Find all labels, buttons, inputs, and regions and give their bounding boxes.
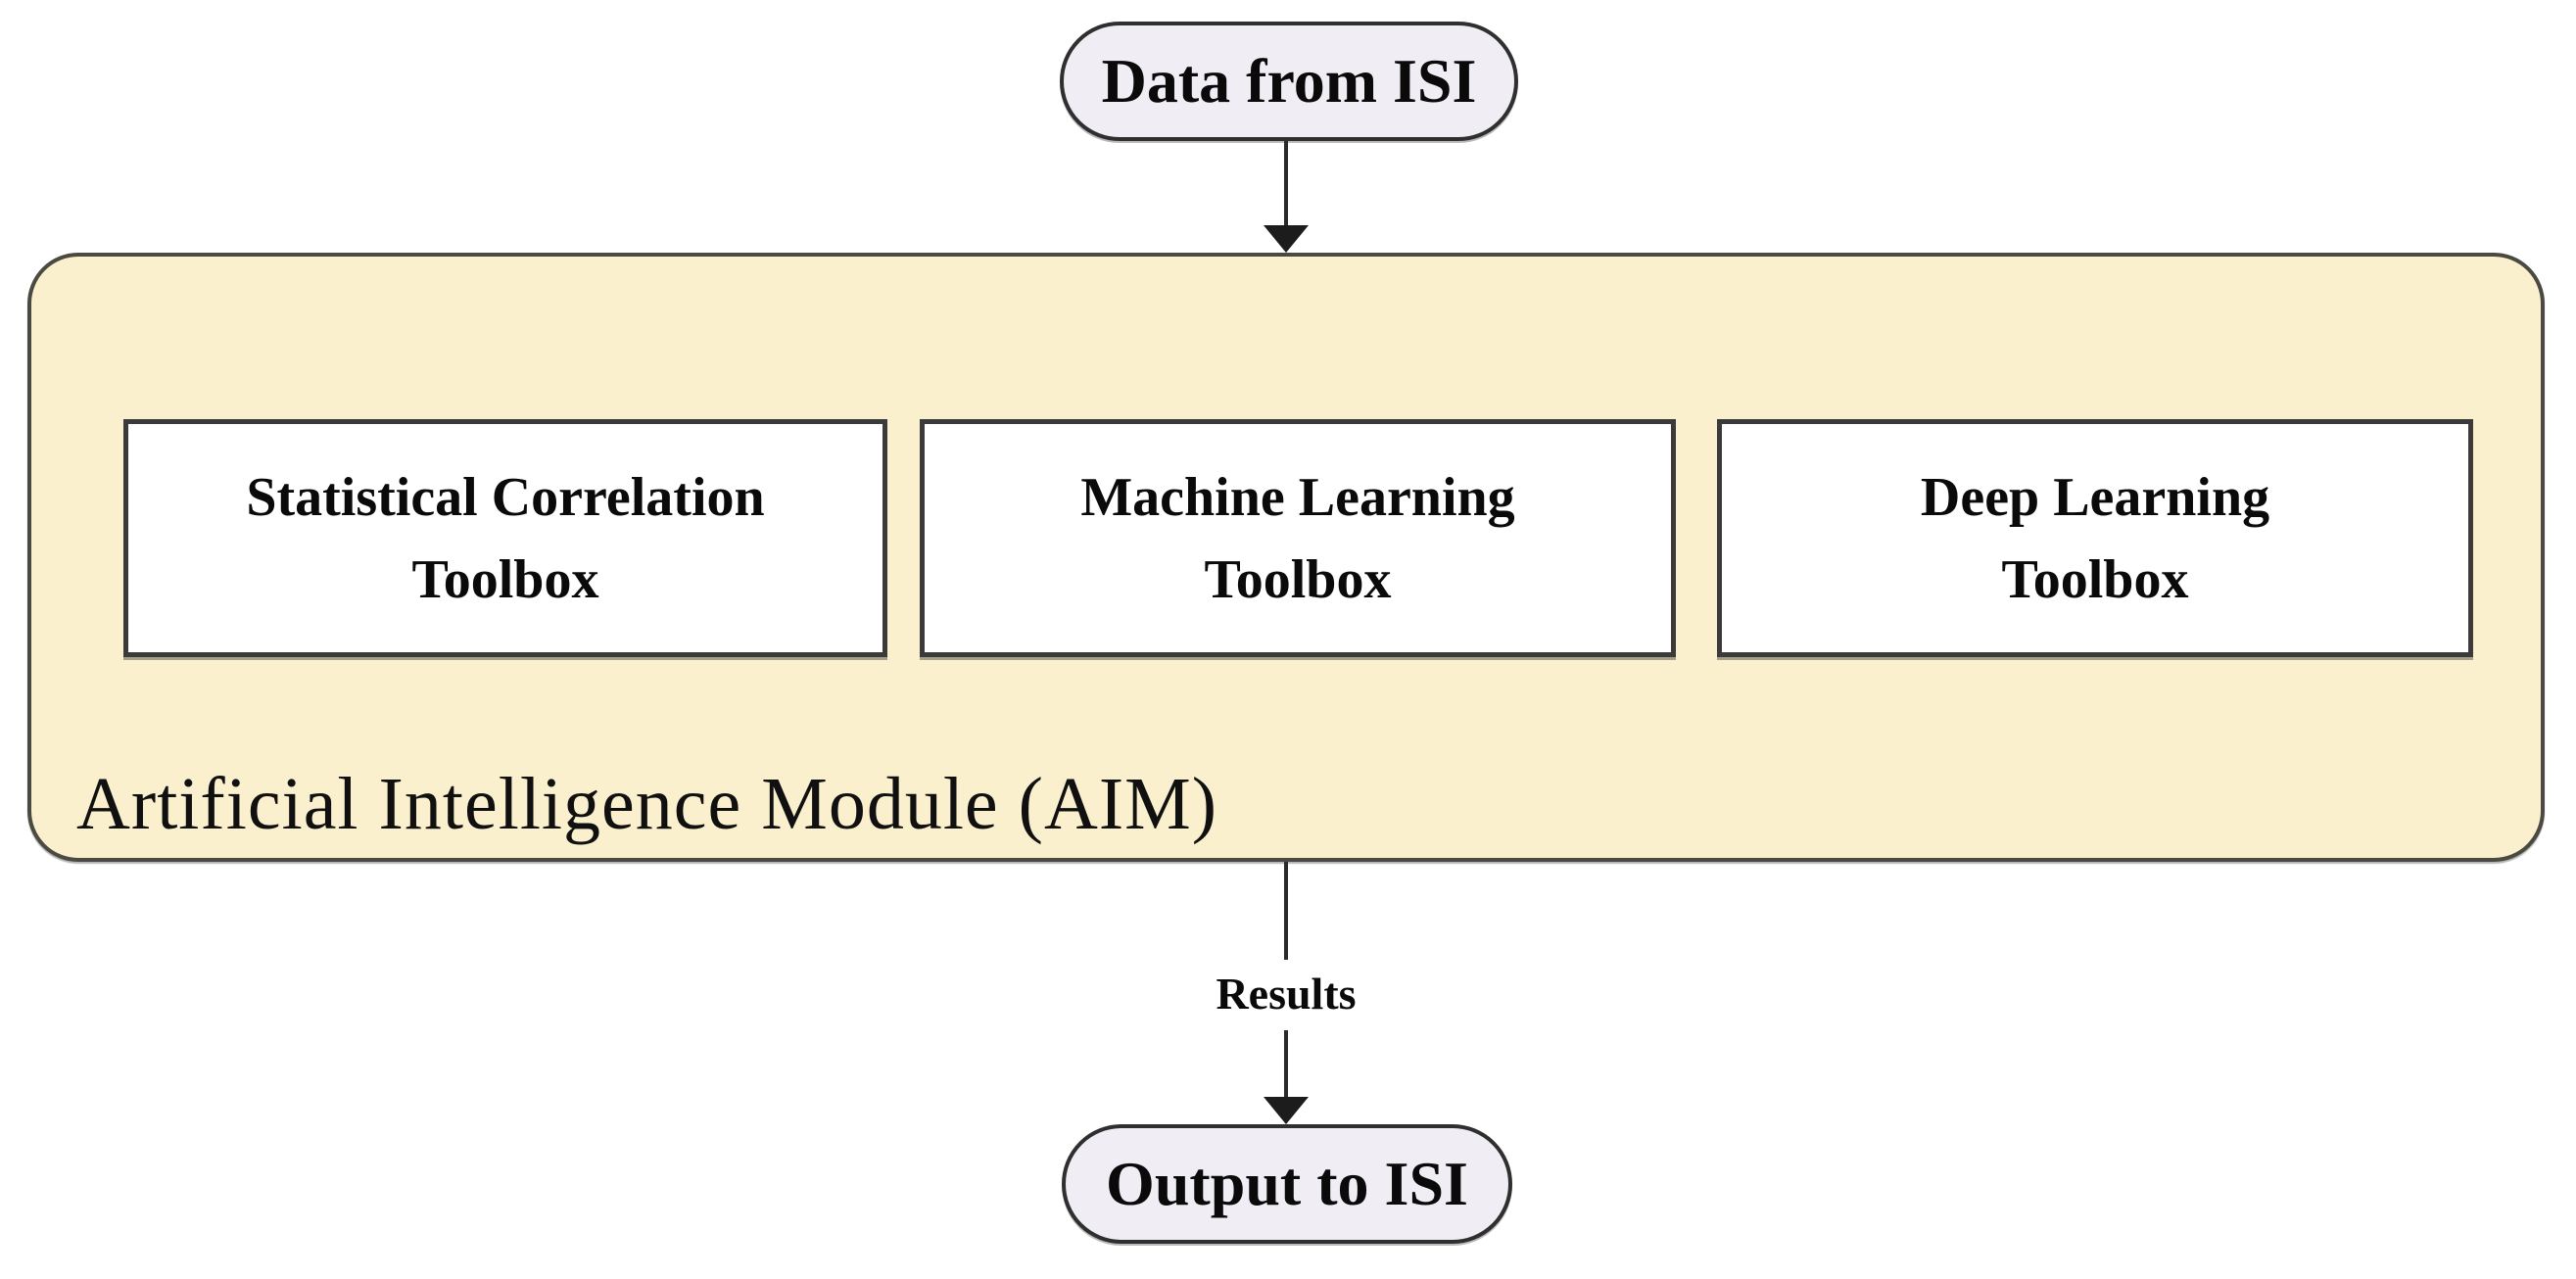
toolbox-label-line: Machine Learning — [1080, 466, 1515, 528]
arrow-module-to-output-stem-lower — [1284, 1030, 1288, 1101]
aim-module-label: Artificial Intelligence Module (AIM) — [76, 763, 1218, 845]
toolbox-label-line: Deep Learning — [1920, 466, 2270, 528]
arrow-module-to-output-stem-upper — [1284, 862, 1288, 960]
arrow-input-to-module-stem — [1284, 141, 1288, 229]
results-edge-label: Results — [1216, 969, 1357, 1018]
input-node-label: Data from ISI — [1101, 46, 1477, 116]
statistical-correlation-toolbox-node: Statistical Correlation Toolbox — [123, 419, 887, 657]
output-node-output-to-isi: Output to ISI — [1062, 1124, 1512, 1244]
toolbox-label-line: Toolbox — [1204, 548, 1392, 610]
output-node-label: Output to ISI — [1106, 1149, 1468, 1218]
input-node-data-from-isi: Data from ISI — [1060, 22, 1518, 141]
toolbox-label-line: Toolbox — [411, 548, 599, 610]
toolbox-label-line: Statistical Correlation — [246, 466, 765, 528]
arrow-module-to-output-head-icon — [1264, 1097, 1309, 1124]
deep-learning-toolbox-node: Deep Learning Toolbox — [1717, 419, 2473, 657]
arrow-input-to-module-head-icon — [1264, 225, 1309, 253]
toolbox-label-line: Toolbox — [2001, 548, 2189, 610]
machine-learning-toolbox-node: Machine Learning Toolbox — [920, 419, 1676, 657]
